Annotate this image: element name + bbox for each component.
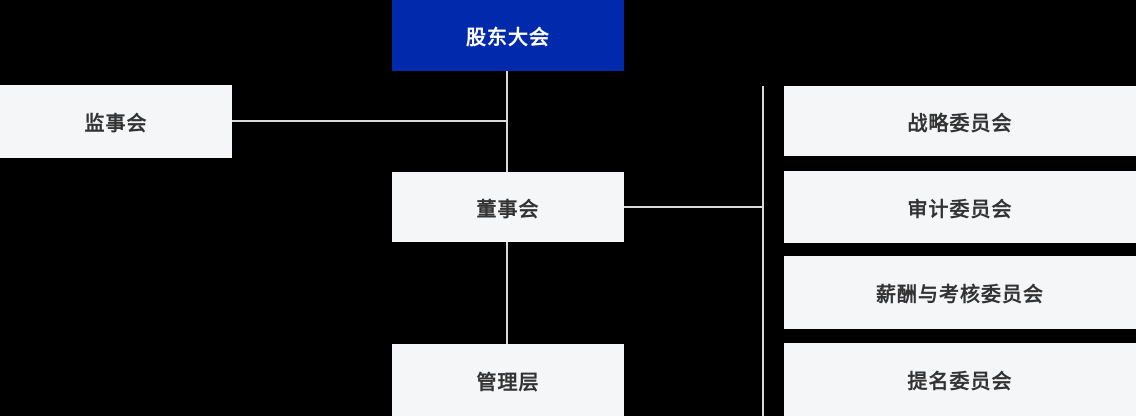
- connector-board-to-spine: [624, 206, 764, 208]
- node-remuneration-appraisal-committee: 薪酬与考核委员会: [784, 256, 1136, 329]
- node-strategy-committee-label: 战略委员会: [907, 110, 1013, 135]
- node-nomination-committee: 提名委员会: [784, 343, 1136, 416]
- connector-board-to-management: [506, 242, 508, 344]
- node-nomination-committee-label: 提名委员会: [907, 369, 1013, 393]
- node-shareholders-meeting: 股东大会: [392, 0, 624, 71]
- node-shareholders-meeting-label: 股东大会: [466, 25, 550, 49]
- connector-supervisory-to-trunk: [232, 120, 508, 122]
- node-board-of-directors: 董事会: [392, 172, 624, 242]
- node-board-of-directors-label: 董事会: [476, 196, 540, 221]
- node-management: 管理层: [392, 344, 624, 416]
- node-audit-committee: 审计委员会: [784, 171, 1136, 243]
- node-supervisory-board: 监事会: [0, 85, 232, 158]
- connector-committee-spine: [762, 86, 764, 416]
- node-supervisory-board-label: 监事会: [84, 111, 148, 135]
- node-remuneration-appraisal-committee-label: 薪酬与考核委员会: [876, 282, 1044, 306]
- node-strategy-committee: 战略委员会: [784, 86, 1136, 156]
- node-audit-committee-label: 审计委员会: [907, 196, 1013, 221]
- node-management-label: 管理层: [476, 369, 540, 394]
